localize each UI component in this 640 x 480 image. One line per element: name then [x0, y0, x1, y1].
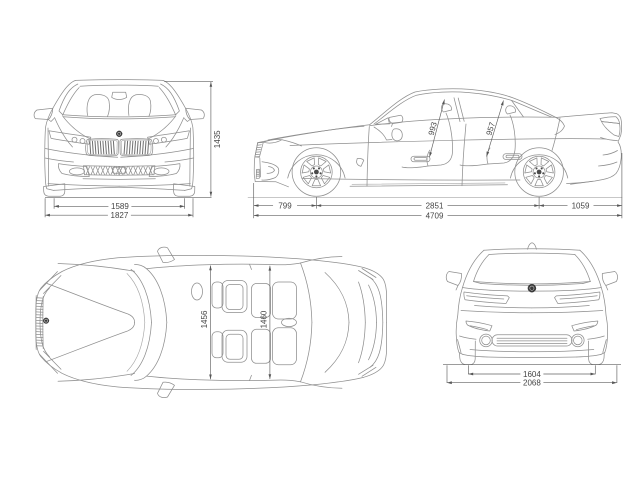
- svg-text:1460: 1460: [260, 310, 269, 328]
- svg-text:1456: 1456: [200, 310, 209, 328]
- svg-text:957: 957: [485, 121, 498, 137]
- svg-text:2068: 2068: [523, 379, 541, 388]
- svg-text:1589: 1589: [111, 202, 129, 211]
- svg-text:1059: 1059: [572, 202, 590, 211]
- svg-text:4709: 4709: [426, 211, 444, 220]
- svg-text:1827: 1827: [111, 211, 129, 220]
- svg-text:799: 799: [278, 202, 292, 211]
- svg-text:2851: 2851: [426, 202, 444, 211]
- svg-text:993: 993: [427, 120, 439, 136]
- svg-text:1604: 1604: [523, 370, 541, 379]
- svg-text:1435: 1435: [213, 130, 222, 148]
